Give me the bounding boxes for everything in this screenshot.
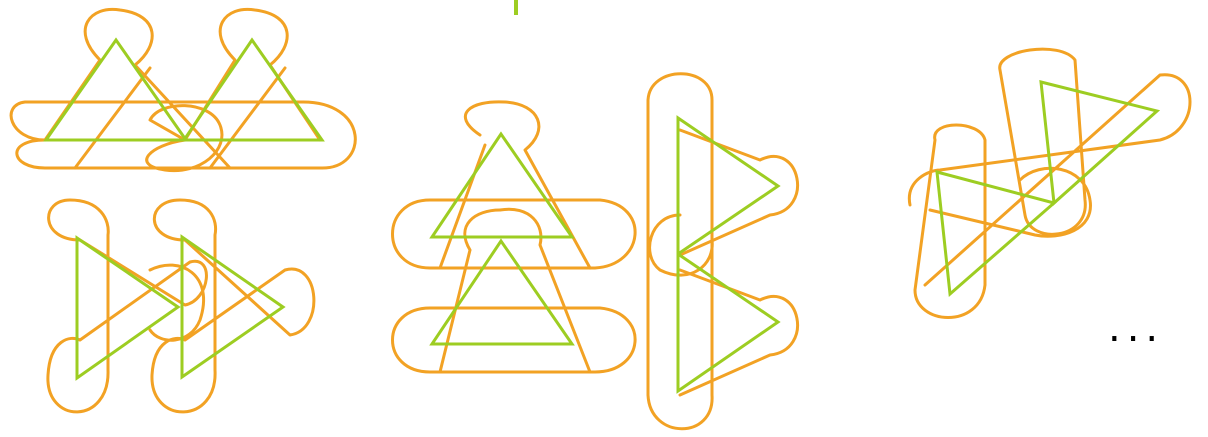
tile-outline <box>909 75 1190 285</box>
triangle <box>937 172 1054 294</box>
triangle <box>184 40 322 140</box>
figure-middle-stacked-triangles <box>432 134 572 344</box>
tile-outline <box>75 68 285 168</box>
tile-outline <box>45 9 230 168</box>
tile-outline <box>465 102 590 268</box>
figure-far-right-rotated-triangles <box>937 82 1157 294</box>
tile-outline <box>440 145 485 268</box>
tile-outline <box>440 210 500 372</box>
triangle <box>432 241 572 344</box>
tile-outline <box>500 209 590 372</box>
tile-outline <box>393 308 636 372</box>
tile-outline <box>680 130 798 255</box>
more-ellipsis: ... <box>1108 308 1164 348</box>
tile-outline <box>150 265 204 340</box>
tile-outline <box>930 168 1090 236</box>
tile-outline <box>185 9 320 140</box>
figure-middle-right-vertical-pair <box>648 74 798 429</box>
triangle <box>432 134 572 237</box>
figure-top-left-pair <box>11 9 355 170</box>
figure-far-right-rotated-pair <box>909 49 1190 317</box>
triangle <box>46 40 186 140</box>
